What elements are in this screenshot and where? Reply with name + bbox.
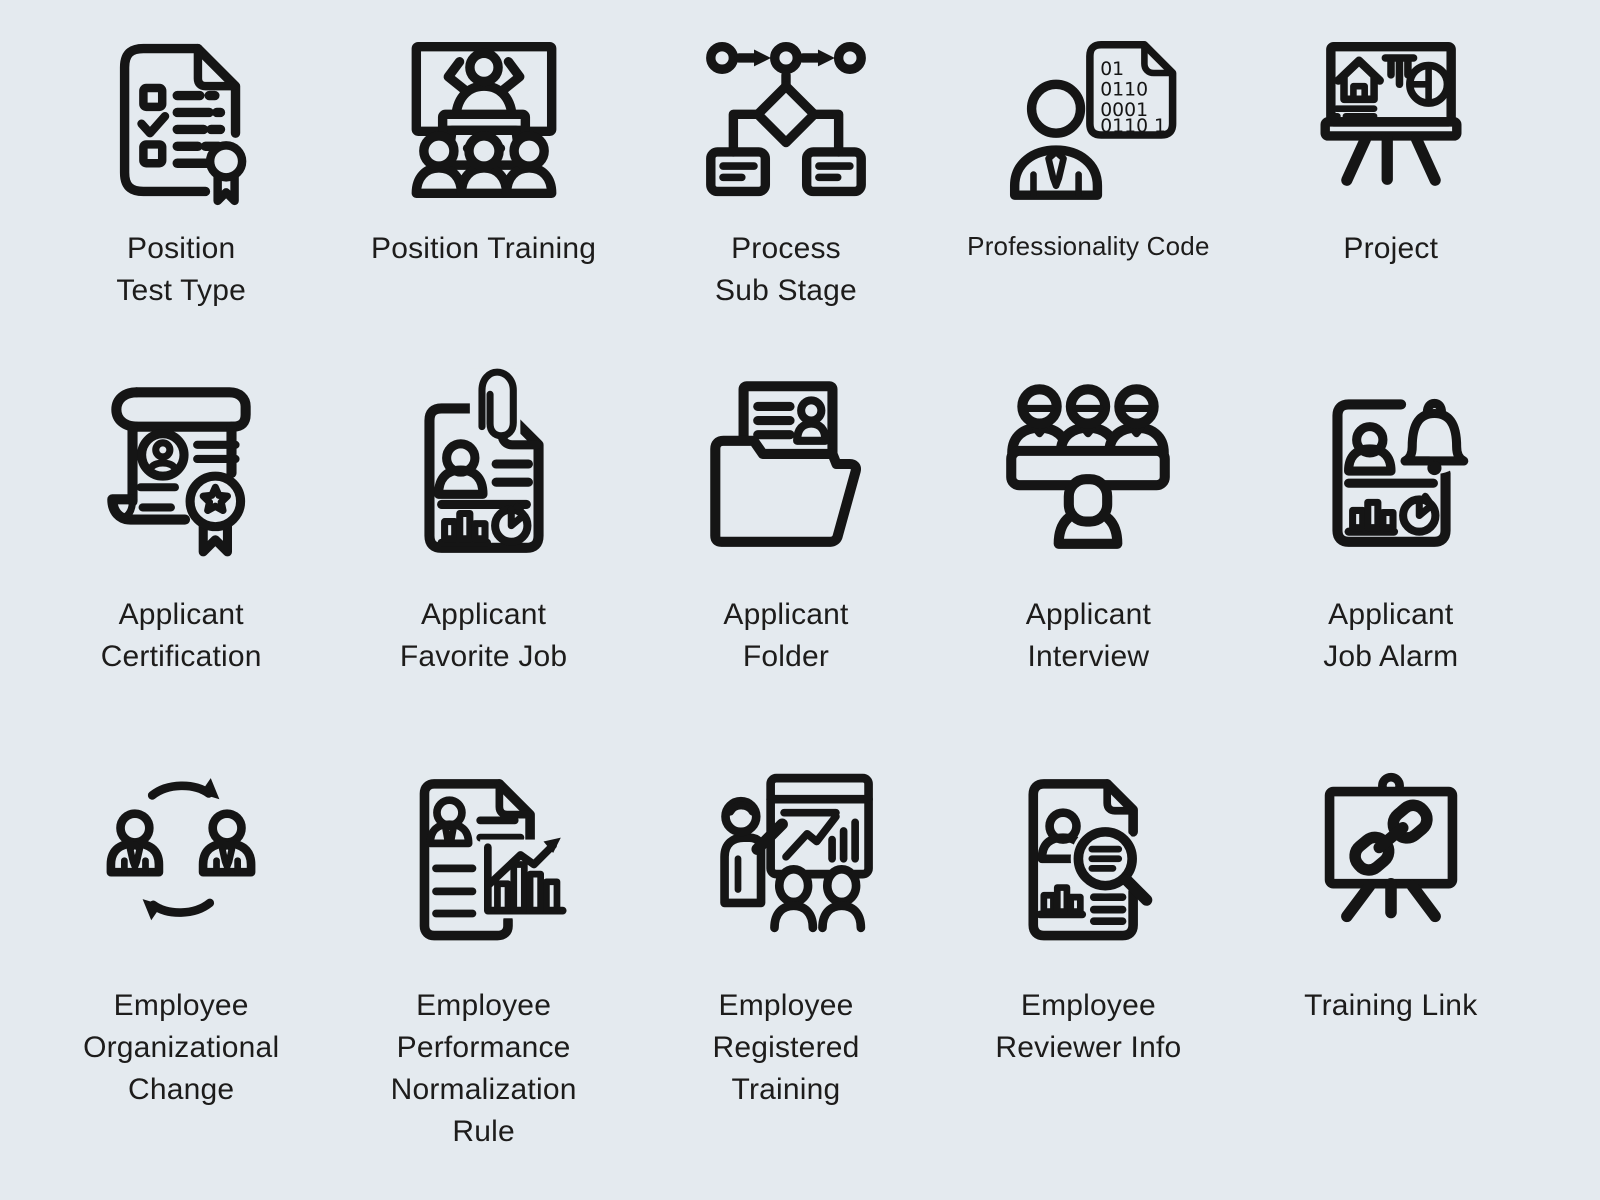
icon-label: Employee Performance Normalization Rule xyxy=(390,989,577,1148)
icon-label: Training Link xyxy=(1304,989,1478,1022)
position-test-type-icon xyxy=(87,26,275,214)
icon-label: Employee Organizational Change xyxy=(83,989,280,1106)
position-training-icon xyxy=(390,26,578,214)
icon-label: Position Test Type xyxy=(116,232,247,307)
training-link-icon xyxy=(1295,757,1487,949)
icon-label: Project xyxy=(1343,232,1439,265)
icon-tile-applicant-job-alarm: Applicant Job Alarm xyxy=(1240,360,1542,755)
applicant-job-alarm-icon xyxy=(1290,362,1492,564)
icon-label: Position Training xyxy=(370,232,597,265)
icon-tile-employee-registered-training: Employee Registered Training xyxy=(635,755,937,1200)
icon-tile-applicant-certification: Applicant Certification xyxy=(30,360,332,755)
icon-tile-applicant-interview: Applicant Interview xyxy=(937,360,1239,755)
icon-label: Employee Registered Training xyxy=(712,989,860,1106)
employee-reviewer-info-icon xyxy=(992,757,1184,949)
binary-text-line: 0001 xyxy=(1101,100,1149,121)
icon-label: Professionality Code xyxy=(967,231,1210,261)
icon-tile-project: Project xyxy=(1240,0,1542,360)
icon-tile-position-test-type: Position Test Type xyxy=(30,0,332,360)
icon-tile-position-training: Position Training xyxy=(332,0,634,360)
icon-tile-applicant-favorite-job: Applicant Favorite Job xyxy=(332,360,634,755)
employee-organizational-change-icon xyxy=(85,757,277,949)
icon-label: Applicant Certification xyxy=(100,598,262,673)
icon-tile-training-link: Training Link xyxy=(1240,755,1542,1200)
icon-label: Employee Reviewer Info xyxy=(995,989,1182,1064)
icon-tile-applicant-folder: Applicant Folder xyxy=(635,360,937,755)
applicant-favorite-job-icon xyxy=(383,362,585,564)
icon-tile-employee-reviewer-info: Employee Reviewer Info xyxy=(937,755,1239,1200)
project-icon xyxy=(1297,26,1485,214)
binary-text-line: 0110 1 xyxy=(1101,116,1167,137)
icon-label: Process Sub Stage xyxy=(715,232,857,307)
process-sub-stage-icon xyxy=(692,26,880,214)
professionality-code-icon: 01 0110 0001 0110 1 xyxy=(994,26,1182,214)
applicant-folder-icon xyxy=(685,362,887,564)
icon-label: Applicant Folder xyxy=(723,598,849,673)
icon-tile-process-sub-stage: Process Sub Stage xyxy=(635,0,937,360)
applicant-interview-icon xyxy=(987,362,1189,564)
icon-tile-employee-performance-normalization-rule: Employee Performance Normalization Rule xyxy=(332,755,634,1200)
binary-text-line: 0110 xyxy=(1101,80,1149,101)
icon-label: Applicant Interview xyxy=(1025,598,1151,673)
binary-text-line: 01 xyxy=(1101,59,1125,80)
icon-label: Applicant Job Alarm xyxy=(1323,598,1459,673)
icon-tile-professionality-code: 01 0110 0001 0110 1 Professionality Code xyxy=(937,0,1239,360)
employee-performance-normalization-rule-icon xyxy=(388,757,580,949)
icon-tile-employee-organizational-change: Employee Organizational Change xyxy=(30,755,332,1200)
employee-registered-training-icon xyxy=(690,757,882,949)
applicant-certification-icon xyxy=(80,362,282,564)
icon-label: Applicant Favorite Job xyxy=(399,598,568,673)
